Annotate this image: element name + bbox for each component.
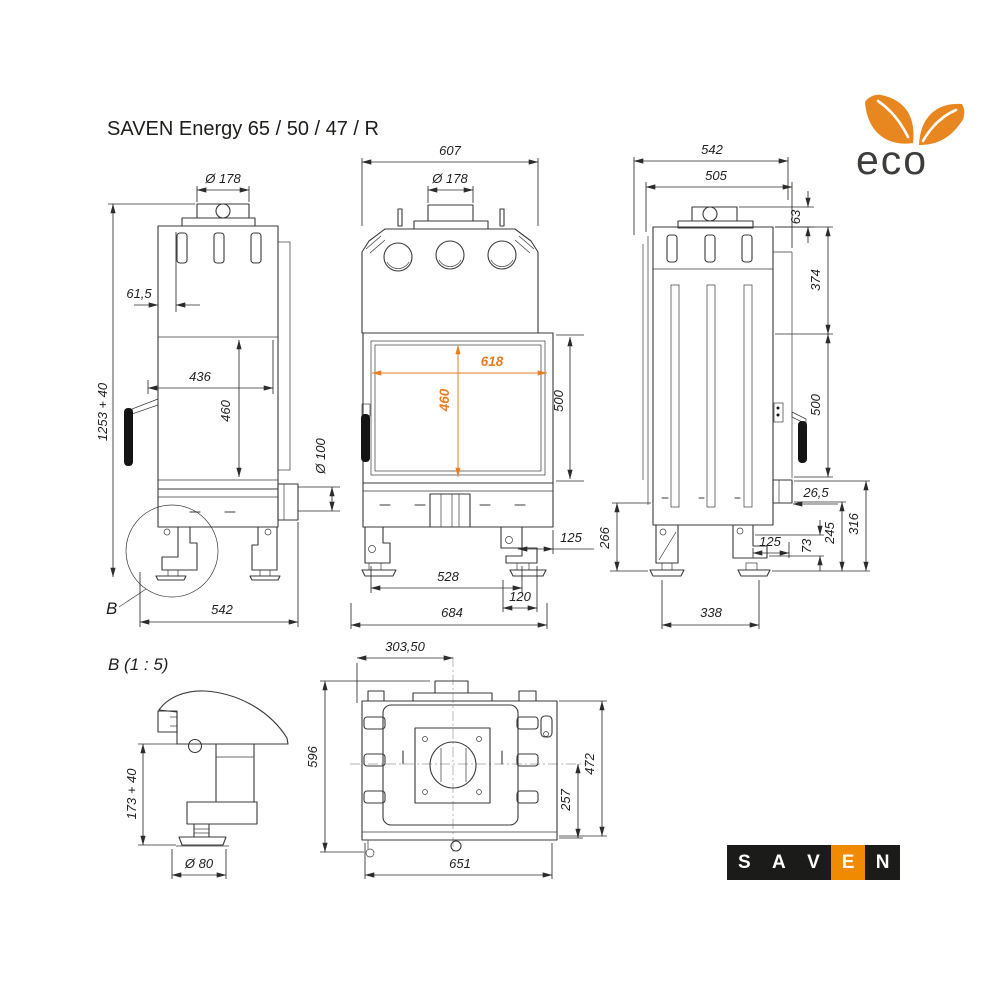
dim-side-flue-offset: 61,5 — [126, 286, 152, 301]
dim-top-overall-depth: 596 — [305, 745, 320, 767]
dim-front-feet-spacing: 528 — [437, 569, 459, 584]
front-view: 607 Ø 178 618 460 500 — [350, 143, 594, 629]
front-handle — [361, 414, 370, 462]
eco-leaf-right-icon — [919, 103, 965, 145]
convection-channels — [661, 284, 753, 508]
dim-side-air-inlet: Ø 100 — [313, 438, 328, 475]
eco-logo-text: eco — [856, 137, 928, 183]
top-view: 303,50 596 472 257 651 — [305, 639, 607, 879]
eco-logo: eco — [856, 94, 965, 183]
dim-front-glass-width: 618 — [481, 354, 504, 369]
saven-letter-a: A — [761, 845, 797, 880]
dim-back-foot-inset: 125 — [759, 534, 781, 549]
dim-detail-leg-height: 173 + 40 — [124, 768, 139, 820]
dim-side-flue-diameter: Ø 178 — [204, 171, 241, 186]
door-handle-bracket — [131, 398, 159, 415]
dim-front-glass-height: 460 — [437, 388, 452, 412]
back-view-feet — [649, 524, 771, 577]
dim-top-center-to-back: 257 — [558, 788, 573, 811]
back-view-outline — [642, 206, 807, 577]
dim-back-bracket-height: 73 — [799, 538, 814, 553]
dim-back-feet-spacing: 338 — [700, 605, 722, 620]
dim-detail-pad-diameter: Ø 80 — [184, 856, 214, 871]
back-air-inlet — [772, 479, 793, 504]
front-view-dimensions: 607 Ø 178 618 460 500 — [350, 143, 594, 629]
side-view-outline — [118, 203, 299, 608]
dim-back-inlet-offset: 26,5 — [802, 485, 829, 500]
detail-b-callout-circle — [125, 504, 219, 598]
dim-front-top-width: 607 — [439, 143, 461, 158]
detail-b-dimensions: 173 + 40 Ø 80 — [124, 743, 227, 879]
air-inlet-connector — [277, 483, 299, 521]
back-view-dimensions: 542 505 63 374 500 — [597, 142, 870, 629]
side-view: Ø 178 61,5 1253 + 40 436 460 — [95, 171, 340, 627]
dim-front-foot-pad-offset: 120 — [509, 589, 531, 604]
dim-back-base-height: 266 — [597, 526, 612, 549]
dim-side-overall-height: 1253 + 40 — [95, 382, 110, 441]
dim-back-overall-width: 542 — [701, 142, 723, 157]
saven-letter-e-accent: E — [830, 845, 866, 880]
mounting-tabs — [363, 716, 539, 804]
detail-b-outline — [157, 690, 289, 847]
side-view-dimensions: Ø 178 61,5 1253 + 40 436 460 — [95, 171, 340, 627]
detail-b-title: B (1 : 5) — [108, 655, 168, 674]
saven-logo: S A V E N — [727, 845, 900, 880]
side-view-feet — [155, 526, 281, 581]
dim-top-flue-center-offset: 303,50 — [385, 639, 426, 654]
saven-letter-n: N — [865, 845, 900, 880]
dim-back-inlet-bottom-height: 245 — [822, 521, 837, 544]
eco-leaf-left-icon — [865, 94, 914, 144]
dim-front-foot-inset: 125 — [560, 530, 582, 545]
back-handle — [798, 421, 807, 463]
dim-front-height: 500 — [551, 389, 566, 411]
dim-back-inlet-top-height: 316 — [846, 512, 861, 534]
door-handle — [124, 408, 133, 466]
saven-letter-s: S — [727, 845, 762, 880]
dim-front-overall-width: 684 — [441, 605, 463, 620]
dim-back-body-width: 505 — [705, 168, 727, 183]
dim-side-inner-depth: 436 — [189, 369, 211, 384]
dim-back-mid-height: 500 — [808, 393, 823, 415]
flue-opening — [429, 741, 477, 789]
dim-back-upper-height: 374 — [808, 269, 823, 291]
dim-top-body-depth: 472 — [582, 752, 597, 774]
dim-side-glass-height: 460 — [218, 399, 233, 421]
page-title: SAVEN Energy 65 / 50 / 47 / R — [107, 118, 379, 140]
dim-back-collar-height: 63 — [788, 209, 803, 224]
top-view-dimensions: 303,50 596 472 257 651 — [305, 639, 607, 879]
dim-top-overall-width: 651 — [449, 856, 471, 871]
front-view-outline — [361, 204, 554, 577]
flue-mount-plate — [414, 727, 491, 804]
back-view: 542 505 63 374 500 — [597, 142, 870, 629]
detail-b-view: B (1 : 5) 173 + 40 — [108, 655, 289, 879]
detail-b-callout-label: B — [106, 599, 117, 618]
hinge-plate — [773, 402, 784, 423]
dim-front-flue-diameter: Ø 178 — [431, 171, 468, 186]
hot-air-outlets — [383, 240, 517, 272]
dim-side-overall-depth: 542 — [211, 602, 233, 617]
saven-letter-v: V — [796, 845, 831, 880]
top-view-outline — [350, 657, 588, 858]
front-view-feet — [361, 526, 547, 577]
